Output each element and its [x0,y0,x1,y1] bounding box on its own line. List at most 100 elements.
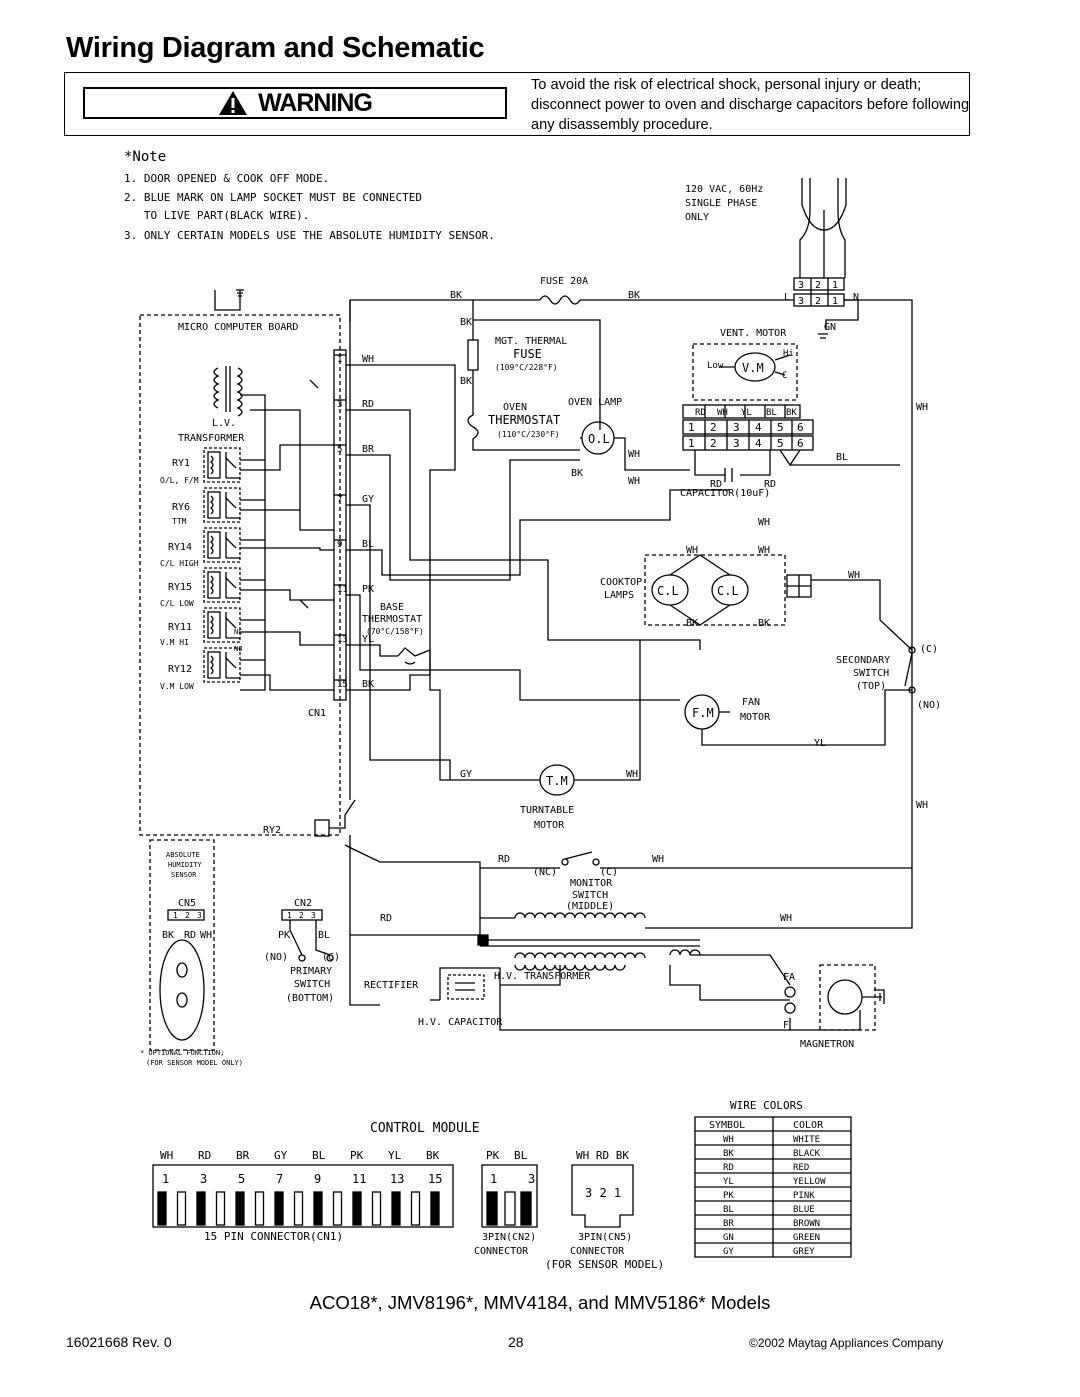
vent-pin-number: 1 [688,437,695,450]
warning-text: To avoid the risk of electrical shock, p… [531,77,970,133]
wire-label-wh: WH [628,476,640,487]
wire-color-name: GREY [793,1247,815,1257]
cn1-connector-label: 15 PIN CONNECTOR(CN1) [204,1230,343,1243]
cn2-pin-number: 2 [299,911,304,920]
wire-label-bk: BK [460,376,472,387]
lv-transformer-icon [213,366,243,417]
cn1-pin-number: 9 [337,540,342,550]
monitor-label: MONITOR [570,878,613,889]
c-label: (C) [920,644,938,655]
power-spec: 120 VAC, 60Hz [685,184,763,195]
relay-label: RY11 [168,622,192,633]
cn1-pin-number: 1 [337,355,342,365]
note-line: 1. DOOR OPENED & COOK OFF MODE. [124,172,329,185]
cn1-wire-label: RD [362,399,374,410]
cn1-slot [235,1191,245,1226]
oven-thermo-temp: (110°C/230°F) [497,430,560,439]
warning-label: WARNING [258,88,373,117]
vent-pin-number: 6 [797,437,804,450]
upper-component-labels: MGT. THERMAL FUSE (109°C/228°F) OVEN THE… [488,336,622,446]
cn5-label: CN5 [178,898,196,909]
wire-label-bk: BK [686,618,698,629]
warning-banner: WARNING [83,87,507,119]
cn1-pin-number: 5 [337,445,342,455]
cn1-wire-label: WH [160,1149,173,1162]
wire-label-bk: BK [162,930,174,941]
hv-capacitor-label: H.V. CAPACITOR [418,1017,503,1028]
cooktop-labels: COOKTOP LAMPS C.L C.L [600,577,739,601]
note-line: 2. BLUE MARK ON LAMP SOCKET MUST BE CONN… [124,191,422,204]
cn1-pin-number: 13 [390,1172,404,1186]
notes: *Note 1. DOOR OPENED & COOK OFF MODE. 2.… [124,149,495,242]
wire-label-wh: WH [758,517,770,528]
cn1-pin-number: 15 [428,1172,442,1186]
relay-winding [209,615,214,635]
cn1-pin-number: 3 [200,1172,207,1186]
relay-label: RY6 [172,502,190,513]
cooktop-label: COOKTOP [600,577,642,588]
micro-computer-board [139,314,341,836]
relay-coil [207,491,221,519]
wire-color-symbol: PK [723,1191,734,1201]
relay-func: C/L LOW [160,599,194,608]
wire-label-wh: WH [628,449,640,460]
relay-frame [203,567,241,603]
cl-label: C.L [717,584,739,598]
svg-text:1: 1 [832,296,838,307]
wire-label-wh: WH [780,913,792,924]
vent-pin-label: RD [695,408,706,418]
warning-box: WARNING To avoid the risk of electrical … [64,72,970,136]
sensor-labels: ABSOLUTE HUMIDITY SENSOR CN5 CN2 (NO) (C… [140,851,340,1067]
wire-color-symbol: GN [723,1233,734,1243]
fan-label: FAN [742,697,760,708]
relay-func: O/L, F/M [160,476,199,485]
cn1-wire-label: GY [274,1149,288,1162]
fan-label: MOTOR [740,712,771,723]
vent-motor [682,343,900,482]
cn5-connector-label: CONNECTOR [570,1246,625,1257]
wire-label-wh: WH [686,545,698,556]
board-labels: MICRO COMPUTER BOARD L.V. TRANSFORMER RY… [160,322,326,836]
primary-label: (BOTTOM) [286,993,334,1004]
secondary-switch [904,646,916,694]
lv-label: TRANSFORMER [178,433,245,444]
relay-frame [203,487,241,523]
copyright: ©2002 Maytag Appliances Company [749,1336,944,1350]
cn1-wire-label: BK [362,679,374,690]
cn2-connector-label: 3PIN(CN2) [482,1232,536,1243]
cooktop-label: LAMPS [604,590,634,601]
models-caption: ACO18*, JMV8196*, MMV4184, and MMV5186* … [309,1292,771,1313]
hv-labels: RECTIFIER H.V. TRANSFORMER H.V. CAPACITO… [364,971,854,1050]
relay-winding [209,575,214,595]
power-plug [793,178,847,307]
wire-label-bl: BL [318,930,330,941]
turntable-label: TURNTABLE [520,805,574,816]
wire-label-pk: PK [278,930,290,941]
wire-label-wh: WH [758,545,770,556]
relay-winding [209,455,214,475]
main-wires [349,295,913,918]
wire-colors-label: WIRE COLORS [730,1099,803,1112]
cn1-wire-label: BL [362,539,374,550]
cn2-slot [504,1191,516,1226]
wire-label-wh: WH [200,930,212,941]
vm-label: V.M [742,361,764,375]
vm-low-label: Low [707,361,724,371]
fan-labels: F.M FAN MOTOR [692,697,771,723]
notes-header: *Note [124,149,166,165]
oven-thermo-label: OVEN [503,402,527,413]
vent-pin-number: 4 [755,437,762,450]
board-wires [240,379,334,691]
cn1-wire-label: YL [388,1149,402,1162]
cn1-pin-number: 11 [352,1172,366,1186]
cn1-pin-number: 15 [337,680,348,690]
svg-text:2: 2 [815,280,821,291]
relay-func: V.M LOW [160,682,194,691]
vent-pin-number: 3 [733,421,740,434]
mgt-temp: (109°C/228°F) [495,363,558,372]
cn1-pin-number: 7 [337,495,342,505]
wire-label-wh: WH [916,402,928,413]
